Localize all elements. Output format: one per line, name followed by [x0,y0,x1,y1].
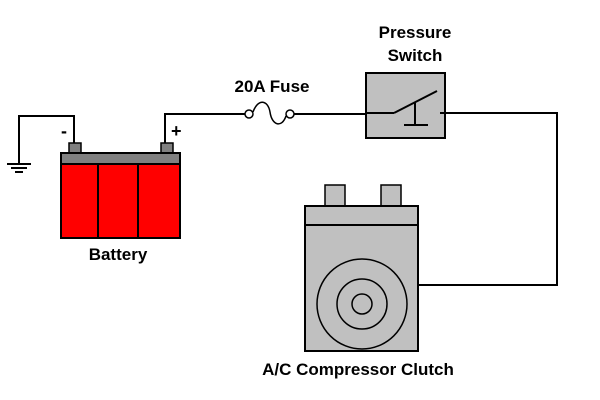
battery-cap [60,152,181,165]
battery-positive-sign: + [171,121,182,141]
fuse: 20A Fuse [235,77,310,125]
clutch-hub [351,293,373,315]
ground-wire [18,115,75,155]
pressure-switch-label-line1: Pressure [379,23,452,42]
battery-to-fuse-wire [164,113,245,143]
pressure-switch-body [365,72,446,139]
compressor-terminal [324,184,346,207]
clutch-middle-ring [336,278,388,330]
pressure-switch: Pressure Switch [365,23,452,139]
battery-body [60,163,181,239]
fuse-label: 20A Fuse [235,77,310,96]
switch-to-compressor-wire [403,112,558,286]
switch-contact-arm [393,90,438,114]
fuse-terminal-right [285,109,295,119]
fuse-element [252,101,287,125]
battery: - + Battery [60,121,182,264]
compressor-body [304,224,419,352]
clutch-outer-ring [316,258,408,350]
compressor-cap [304,205,419,226]
fuse-terminal-left [244,109,254,119]
pressure-switch-label-line2: Switch [388,46,443,65]
compressor-clutch: A/C Compressor Clutch [262,184,454,379]
battery-label: Battery [89,245,148,264]
compressor-terminal [380,184,402,207]
compressor-clutch-label: A/C Compressor Clutch [262,360,454,379]
ground-symbol [7,115,75,173]
battery-negative-sign: - [61,121,67,141]
